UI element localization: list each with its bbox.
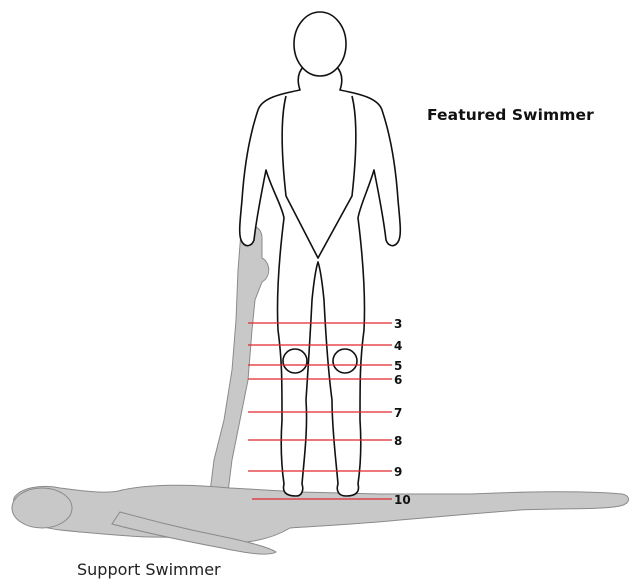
featured-swimmer-figure <box>240 12 401 496</box>
level-number: 3 <box>394 317 402 331</box>
level-number: 9 <box>394 465 402 479</box>
level-numbers: 3 4 5 6 7 8 9 10 <box>394 317 411 507</box>
level-number: 4 <box>394 339 402 353</box>
level-number: 5 <box>394 359 402 373</box>
support-swimmer-leg <box>210 226 269 492</box>
measurement-guides <box>248 323 392 499</box>
level-number: 6 <box>394 373 402 387</box>
left-knee-circle <box>283 349 307 373</box>
right-knee-circle <box>333 349 357 373</box>
support-swimmer-head <box>12 488 72 528</box>
level-number: 10 <box>394 493 411 507</box>
support-swimmer-label: Support Swimmer <box>77 560 221 579</box>
level-number: 8 <box>394 434 402 448</box>
featured-swimmer-head <box>294 12 346 76</box>
support-swimmer-body <box>13 485 628 542</box>
level-number: 7 <box>394 406 402 420</box>
featured-swimmer-label: Featured Swimmer <box>427 106 594 124</box>
